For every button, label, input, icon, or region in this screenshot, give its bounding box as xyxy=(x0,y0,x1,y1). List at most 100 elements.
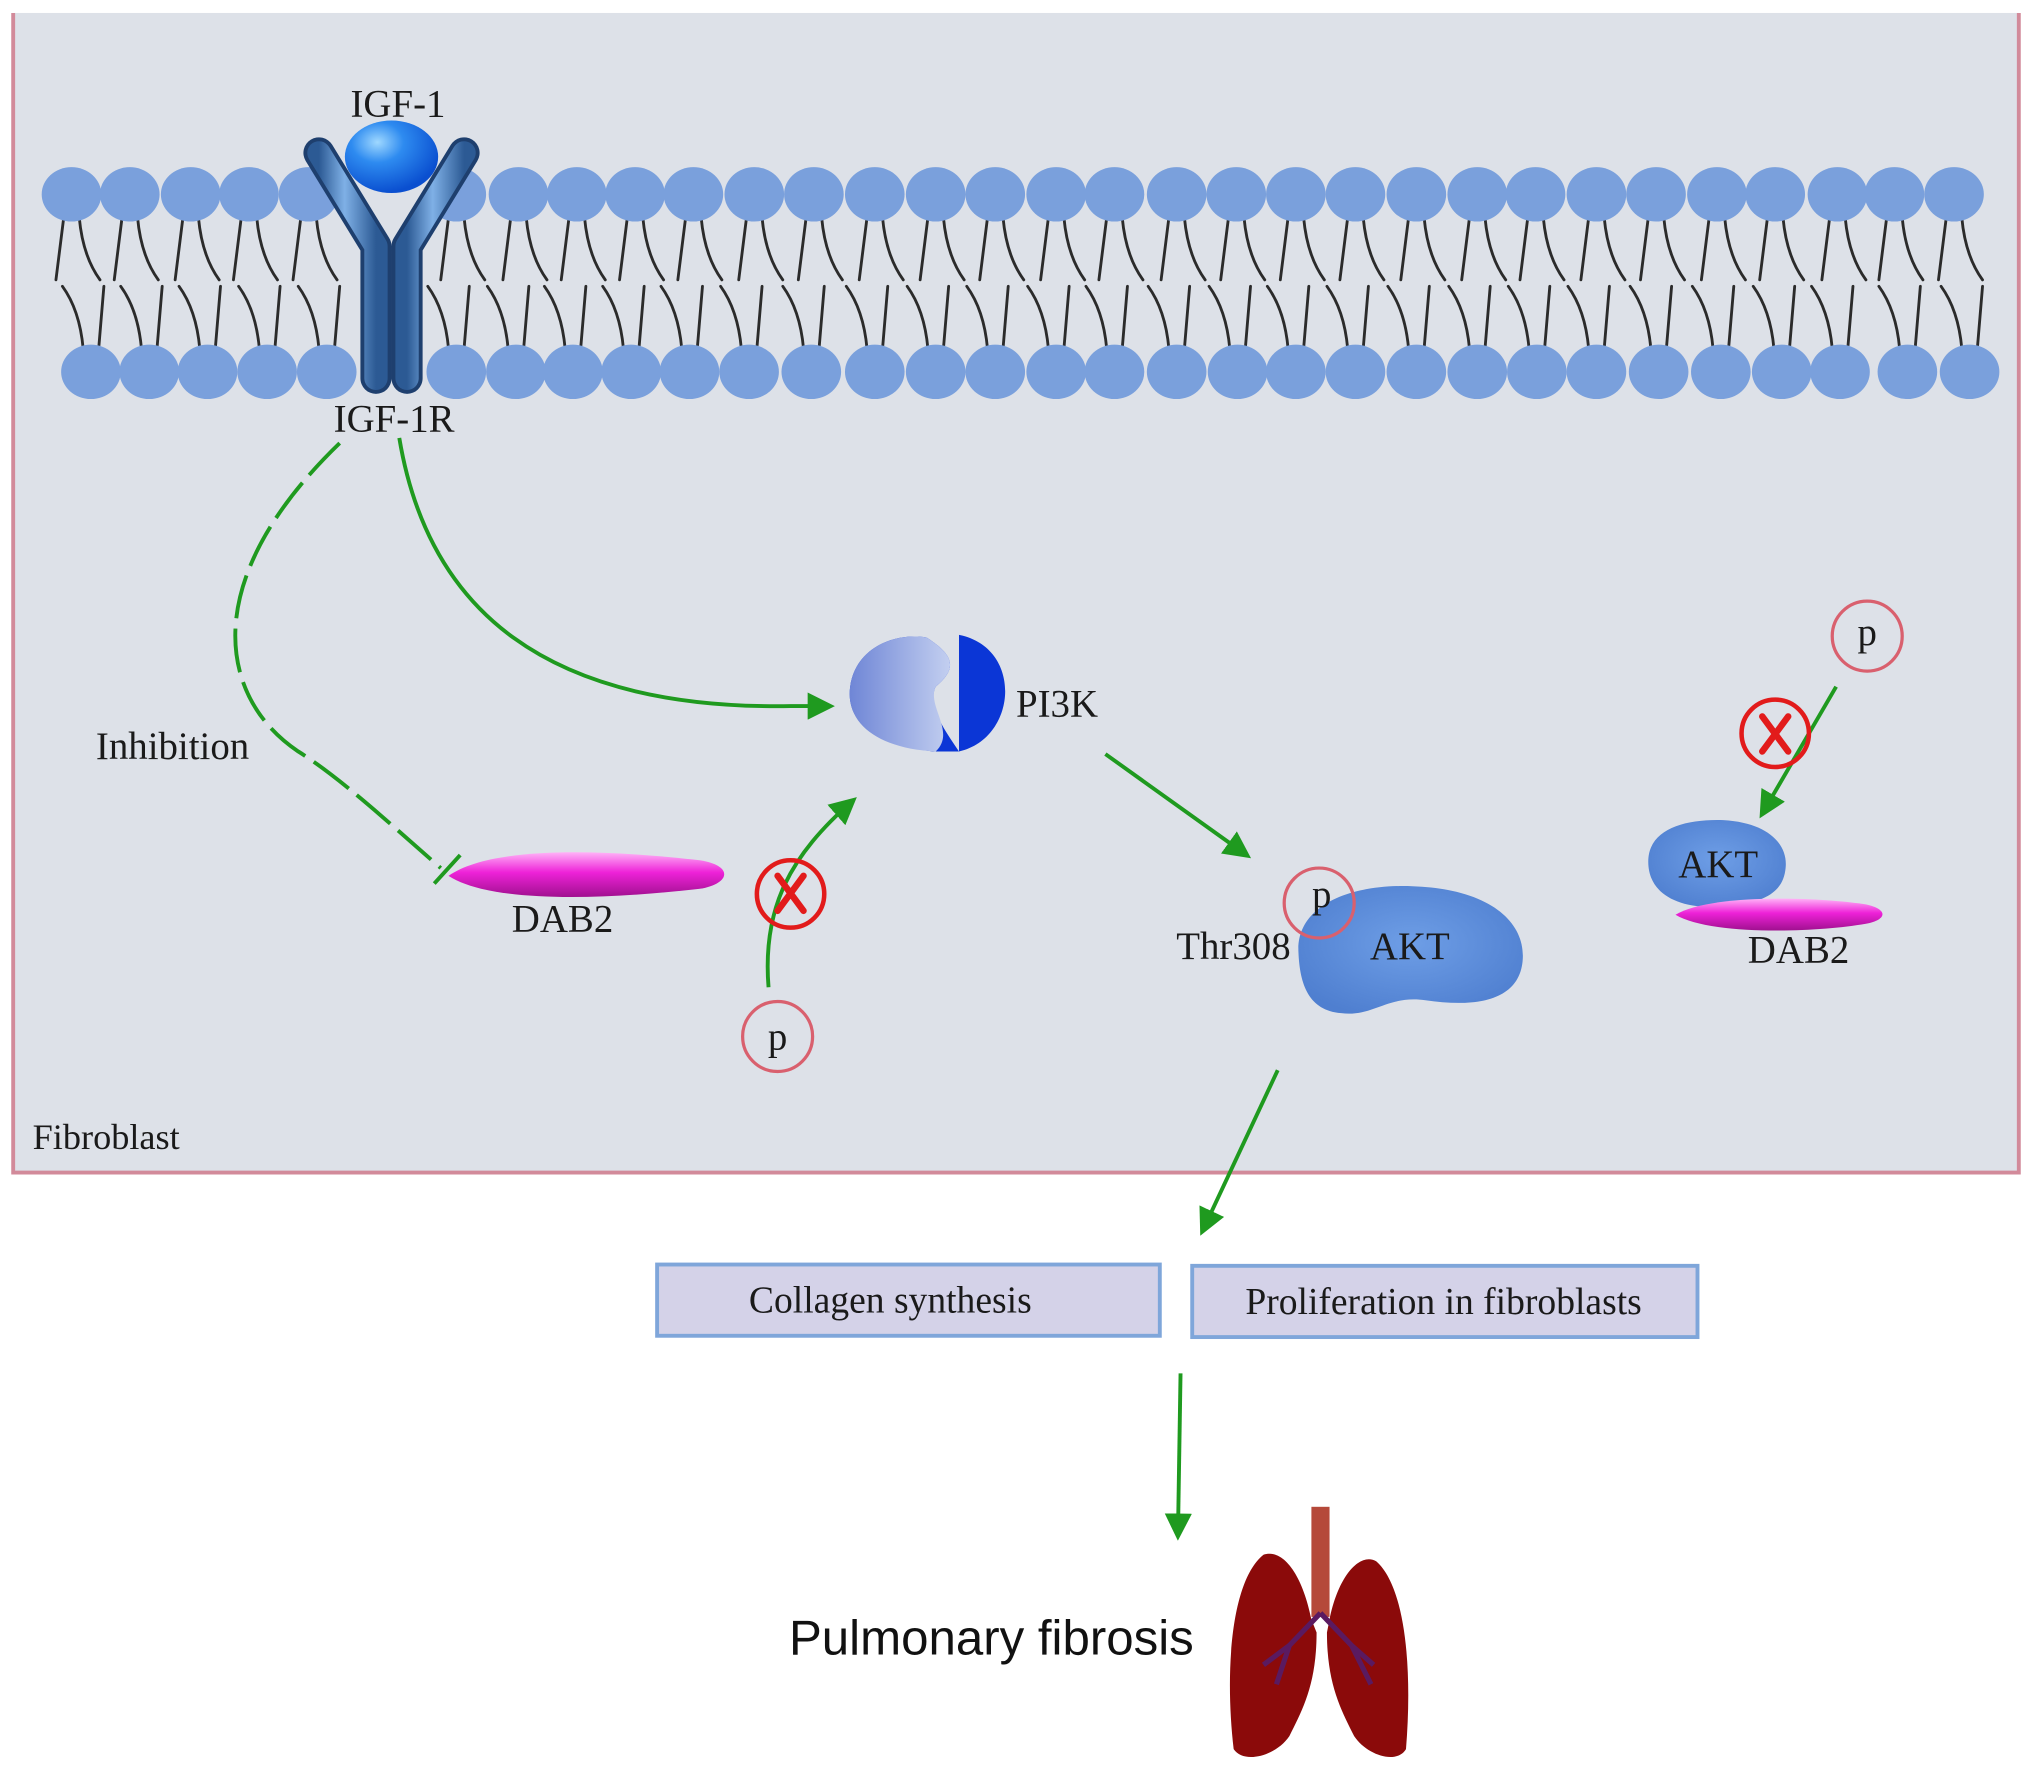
svg-text:Collagen synthesis: Collagen synthesis xyxy=(749,1280,1032,1321)
lipid-head xyxy=(965,344,1026,400)
lipid-tail xyxy=(232,216,243,282)
lipid-tail xyxy=(213,284,222,350)
arrow-igf1r-to-pi3k xyxy=(397,437,835,720)
lipid-tail xyxy=(1097,216,1109,282)
akt-bound-protein-icon xyxy=(1648,820,1786,908)
lipid-tail xyxy=(1913,284,1922,350)
lipid-tail xyxy=(1483,216,1508,282)
lipid-head xyxy=(844,167,905,222)
lipid-tail xyxy=(314,216,339,282)
lipid-head xyxy=(1626,167,1686,222)
lipid-tail xyxy=(1628,284,1653,350)
dab2-protein-icon xyxy=(448,852,725,898)
lipid-head xyxy=(1807,167,1868,222)
lipid-tail xyxy=(1302,284,1311,350)
lipid-tail xyxy=(844,284,869,350)
outcome-box-collagen: Collagen synthesis xyxy=(655,1262,1162,1338)
lipid-tail xyxy=(54,216,66,282)
lipid-tail xyxy=(60,284,85,350)
lipid-tail xyxy=(659,284,684,350)
cell-membrane-bilayer xyxy=(41,167,2000,400)
lipid-head xyxy=(659,344,720,400)
lipid-tail xyxy=(237,284,261,350)
lipid-head xyxy=(1386,167,1447,222)
lipid-tail xyxy=(1877,216,1889,282)
lipid-tail xyxy=(918,216,930,282)
lipid-head xyxy=(1084,167,1145,222)
lipid-head xyxy=(296,344,357,400)
lipid-tail xyxy=(1900,216,1925,282)
lipid-tail xyxy=(641,216,666,282)
disease-label: Pulmonary fibrosis xyxy=(789,1611,1194,1666)
lipid-head xyxy=(543,344,603,400)
pi3k-protein-icon xyxy=(849,634,1006,752)
lipid-tail xyxy=(1506,284,1531,350)
lipid-head xyxy=(486,344,546,400)
lipid-tail xyxy=(1543,284,1552,350)
lipid-tail xyxy=(97,284,106,350)
lipid-tail xyxy=(857,216,869,282)
lipid-head xyxy=(1751,344,1812,400)
lipid-tail xyxy=(760,216,785,282)
lipid-head xyxy=(426,344,487,400)
akt-bound-label: AKT xyxy=(1678,843,1758,886)
igf1r-label: IGF-1R xyxy=(334,397,455,440)
lipid-head xyxy=(160,167,221,222)
lipid-tail xyxy=(1699,216,1711,282)
lipid-head xyxy=(1864,167,1925,222)
lipid-head xyxy=(1084,344,1145,400)
lipid-tail xyxy=(1361,216,1386,282)
lipid-tail xyxy=(273,284,282,350)
lipid-head xyxy=(1266,167,1326,222)
igf1-label: IGF-1 xyxy=(350,83,445,126)
lipid-tail xyxy=(942,284,951,350)
lipid-tail xyxy=(155,284,164,350)
lipid-head xyxy=(488,167,549,222)
lipid-head xyxy=(1691,344,1751,400)
lipid-tail xyxy=(1460,216,1471,282)
lipid-tail xyxy=(1183,216,1207,282)
lipid-tail xyxy=(333,284,342,350)
arrow-phospho-to-akt-dab2 xyxy=(1759,685,1838,819)
igf1r-receptor-icon xyxy=(303,137,480,394)
lipid-tail xyxy=(1937,216,1948,282)
lipid-tail xyxy=(618,216,629,282)
phosphate-group-icon: p xyxy=(1830,599,1904,673)
lipid-tail xyxy=(559,216,571,282)
lipid-tail xyxy=(1219,216,1230,282)
lipid-tail xyxy=(1727,284,1736,350)
lipid-head xyxy=(1566,167,1627,222)
lipid-tail xyxy=(1325,284,1350,350)
lipid-head xyxy=(905,167,966,222)
lipid-tail xyxy=(1820,216,1832,282)
dab2-bound-label: DAB2 xyxy=(1748,929,1849,972)
svg-text:p: p xyxy=(1312,873,1331,916)
lipid-tail xyxy=(1120,284,1129,350)
lipid-head xyxy=(1447,167,1508,222)
lipid-tail xyxy=(1361,284,1370,350)
lipid-tail xyxy=(1602,216,1627,282)
lipid-tail xyxy=(1001,284,1010,350)
lipid-tail xyxy=(77,216,102,282)
blocked-x-icon xyxy=(1739,697,1812,770)
lipid-tail xyxy=(1062,284,1071,350)
lipid-tail xyxy=(1039,216,1050,282)
lipid-tail xyxy=(695,284,704,350)
lipid-head xyxy=(119,344,180,400)
lipid-head xyxy=(1939,344,2000,400)
lipid-tail xyxy=(1265,284,1290,350)
lipid-tail xyxy=(817,284,826,350)
lipid-tail xyxy=(1278,216,1290,282)
lipid-tail xyxy=(1846,284,1855,350)
lipid-head xyxy=(1447,344,1508,400)
lipid-tail xyxy=(1662,216,1686,282)
lipid-head xyxy=(724,167,785,222)
svg-text:p: p xyxy=(768,1015,787,1058)
lipid-tail xyxy=(462,284,471,350)
lipid-head xyxy=(1628,344,1689,400)
lipid-tail xyxy=(197,216,221,282)
lipid-head xyxy=(1146,167,1207,222)
pi3k-label: PI3K xyxy=(1016,682,1098,725)
lipid-head xyxy=(844,344,905,400)
lipid-tail xyxy=(1483,284,1492,350)
